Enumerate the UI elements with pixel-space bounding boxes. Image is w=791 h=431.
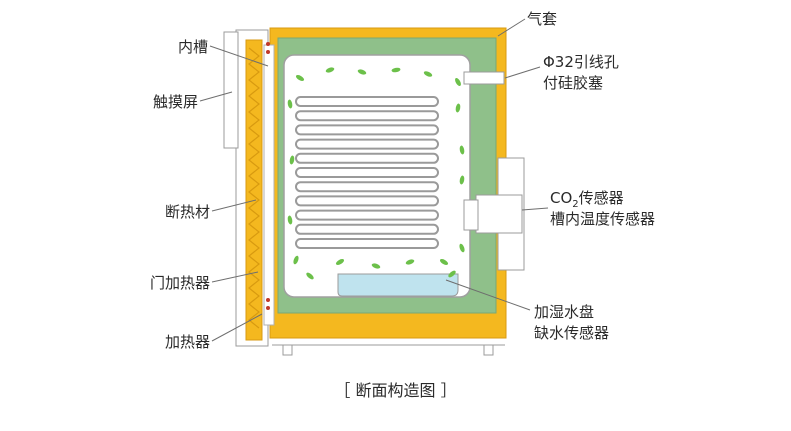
label-humidifier-tray: 加湿水盘	[534, 303, 595, 321]
coil-row	[295, 96, 439, 107]
label-water-sensor: 缺水传感器	[534, 324, 610, 342]
coil-row	[295, 195, 439, 207]
co2-subscript: 2	[572, 199, 579, 210]
sensor-text: 传感器	[578, 189, 624, 207]
airflow-leaf	[448, 270, 456, 278]
airflow-leaf	[371, 263, 381, 269]
right-foot	[483, 344, 494, 356]
airflow-leaf	[306, 272, 314, 280]
cable-port	[463, 71, 505, 85]
label-air-jacket: 气套	[527, 10, 558, 28]
airflow-leaf	[289, 155, 295, 165]
left-foot	[282, 344, 293, 356]
label-touchscreen: 触摸屏	[152, 93, 198, 111]
heater-markers	[266, 42, 270, 310]
airflow-leaf	[293, 255, 299, 265]
airflow-leaf	[439, 259, 449, 265]
coil-row	[295, 167, 439, 178]
label-door-heater: 门加热器	[149, 274, 210, 292]
heat-exchanger-coil	[295, 96, 439, 249]
airflow-leaf	[287, 215, 293, 225]
airflow-leaf	[455, 77, 461, 87]
airflow-leaf	[459, 175, 465, 185]
inner-glass-door	[263, 44, 275, 326]
sensor-probe	[463, 199, 479, 231]
leader-lines	[199, 18, 549, 342]
coil-row	[295, 209, 439, 221]
label-temp-sensor: 槽内温度传感器	[550, 210, 656, 228]
coil-row	[295, 124, 439, 136]
door-heater-zigzag	[248, 47, 260, 329]
coil-row	[295, 138, 439, 150]
label-inner-tank: 内槽	[177, 38, 208, 56]
airflow-leaf	[325, 67, 335, 73]
airflow-leaf	[405, 259, 415, 265]
label-insulation: 断热材	[164, 203, 210, 221]
airflow-arrows	[287, 67, 465, 280]
airflow-leaf	[287, 99, 293, 109]
sensor-box	[475, 194, 523, 234]
airflow-leaf	[459, 145, 465, 155]
coil-row	[295, 152, 439, 164]
airflow-leaf	[335, 259, 345, 265]
airflow-leaf	[391, 67, 401, 73]
co2-text: CO	[550, 189, 573, 207]
water-tray	[337, 273, 459, 297]
coil-row	[295, 110, 439, 122]
airflow-leaf	[459, 243, 465, 253]
coil-row	[295, 238, 439, 249]
airflow-leaf	[423, 71, 433, 77]
coil-row	[295, 223, 439, 235]
airflow-leaf	[357, 69, 367, 75]
airflow-leaf	[295, 75, 305, 81]
label-heater: 加热器	[164, 333, 210, 351]
coil-row	[295, 181, 439, 193]
label-co2-sensor: CO2传感器	[550, 188, 624, 215]
touchscreen-panel	[223, 31, 239, 149]
label-cable-hole-line2: 付硅胶塞	[543, 74, 604, 92]
airflow-leaf	[455, 103, 461, 113]
door-insulation	[245, 39, 263, 341]
diagram-caption: ［ 断面构造图 ］	[334, 381, 457, 400]
label-cable-hole-line1: Φ32引线孔	[543, 53, 619, 71]
